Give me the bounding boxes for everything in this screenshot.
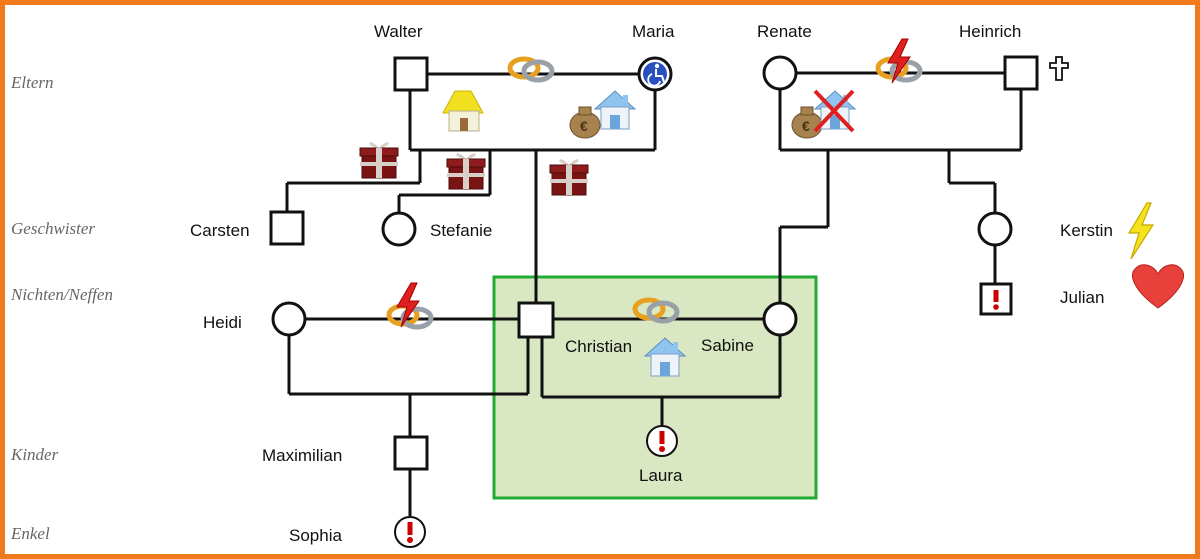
- generation-label-nichten-neffen: Nichten/Neffen: [11, 285, 113, 304]
- stefanie-female-symbol: [381, 211, 417, 247]
- person-name-maria: Maria: [632, 22, 675, 41]
- gift-icon: [359, 141, 399, 179]
- person-name-walter: Walter: [374, 22, 423, 41]
- heinrich-male-symbol: [1003, 55, 1039, 91]
- heart-icon: [1132, 264, 1184, 309]
- wheelchair-icon: [643, 62, 667, 87]
- person-name-heidi: Heidi: [203, 313, 242, 332]
- deceased-cross-icon: [1049, 56, 1069, 81]
- generation-label-enkel: Enkel: [11, 524, 50, 543]
- person-name-maximilian: Maximilian: [262, 446, 343, 465]
- christian-male-symbol: [517, 301, 555, 339]
- maximilian-male-symbol: [393, 435, 429, 471]
- generation-label-kinder: Kinder: [11, 445, 59, 464]
- julian-male-symbol: [979, 282, 1013, 316]
- money-bag-icon: [569, 106, 601, 139]
- person-name-sophia: Sophia: [289, 526, 342, 545]
- carsten-male-symbol: [269, 210, 305, 246]
- wedding-rings-icon: [510, 59, 552, 80]
- renate-female-symbol: [762, 55, 798, 91]
- person-name-carsten: Carsten: [190, 221, 250, 240]
- sabine-female-symbol: [762, 301, 798, 337]
- person-name-stefanie: Stefanie: [430, 221, 493, 240]
- house-icon: [594, 90, 636, 130]
- sophia-alert-symbol: [394, 516, 426, 548]
- generation-label-geschwister: Geschwister: [11, 219, 96, 238]
- person-name-julian: Julian: [1060, 288, 1105, 307]
- kerstin-female-symbol: [977, 211, 1013, 247]
- generation-label-eltern: Eltern: [11, 73, 54, 92]
- person-name-christian: Christian: [565, 337, 633, 356]
- person-name-laura: Laura: [639, 466, 683, 485]
- lightning-icon: [1127, 202, 1155, 260]
- gift-icon: [549, 158, 589, 196]
- person-name-renate: Renate: [757, 22, 812, 41]
- person-name-sabine: Sabine: [701, 336, 754, 355]
- house-crossed-icon: [813, 89, 856, 133]
- connection-lines: [285, 71, 1023, 516]
- gift-icon: [446, 152, 486, 190]
- heidi-female-symbol: [271, 301, 307, 337]
- money-bag-icon: [791, 106, 823, 139]
- person-name-heinrich: Heinrich: [959, 22, 1022, 41]
- laura-alert-symbol: [646, 425, 678, 457]
- person-name-kerstin: Kerstin: [1060, 221, 1113, 240]
- cottage-icon: [442, 90, 484, 132]
- walter-male-symbol: [393, 56, 429, 92]
- genogram-canvas: €: [269, 38, 1184, 548]
